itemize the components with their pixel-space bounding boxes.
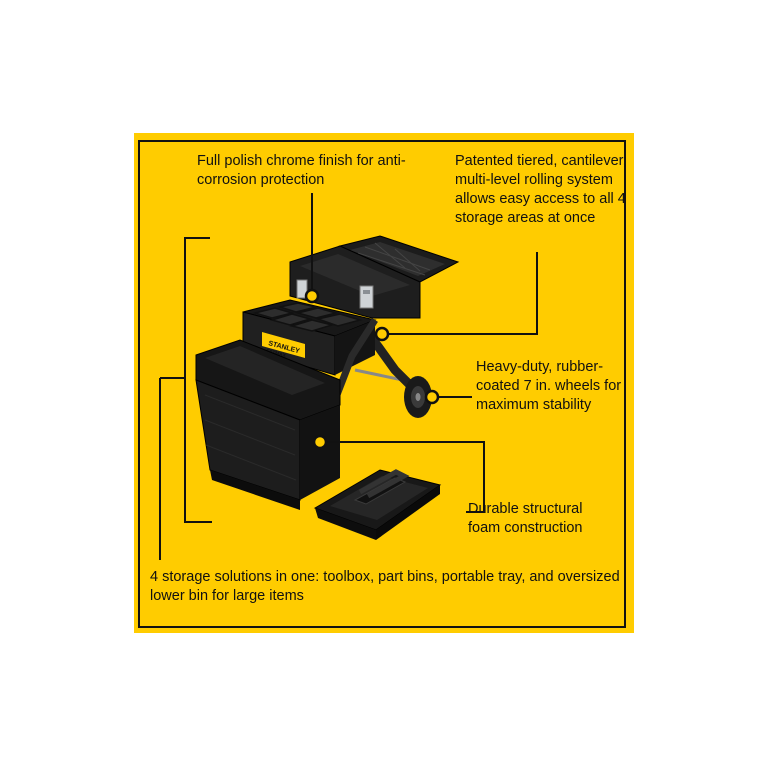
callout-dots xyxy=(304,288,440,450)
callout-foam-construction: Durable structural foam construction xyxy=(468,501,583,536)
chrome-latch-right xyxy=(359,285,374,309)
callout-rolling-system: Patented tiered, cantilever, multi-level… xyxy=(455,153,627,226)
callout-wheels: Heavy-duty, rubber-coated 7 in. wheels f… xyxy=(476,359,622,413)
toolbox-upper xyxy=(289,245,421,319)
dot-wheels xyxy=(424,389,440,405)
dot-foam-construction xyxy=(312,434,328,450)
dot-chrome-finish xyxy=(304,288,320,304)
callout-chrome-finish: Full polish chrome finish for anti-corro… xyxy=(197,153,406,188)
storage-bracket xyxy=(159,237,212,560)
wheel-icon xyxy=(354,333,432,418)
leader-lines xyxy=(311,193,538,513)
callout-storage-solutions: 4 storage solutions in one: toolbox, par… xyxy=(150,569,620,604)
portable-tray xyxy=(313,469,442,540)
lower-bin xyxy=(195,339,341,510)
dot-rolling-system xyxy=(374,326,390,342)
black-frame xyxy=(138,140,626,628)
chrome-latch-left xyxy=(296,279,308,299)
brand-sub-text: FATMAX xyxy=(265,348,287,359)
parts-bin-tray: STANLEY FATMAX xyxy=(242,299,378,402)
